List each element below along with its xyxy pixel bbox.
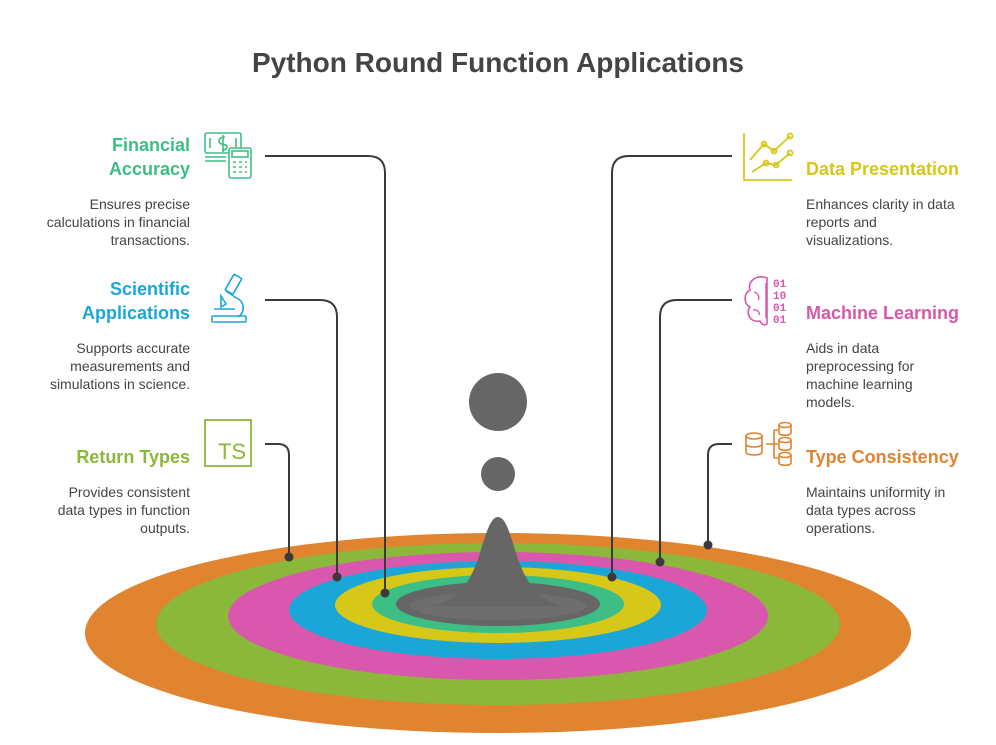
- scientific-applications-title: Scientific Applications: [40, 277, 190, 325]
- data-presentation-description: Enhances clarity in data reports and vis…: [806, 195, 986, 249]
- dot-financial: [380, 588, 390, 598]
- return-desc-line-2: data types in function: [57, 502, 190, 518]
- binary-line-1: 01: [773, 279, 787, 291]
- financial-accuracy-description: Ensures precise calculations in financia…: [10, 195, 190, 249]
- dot-ml: [655, 557, 665, 567]
- drop-small: [481, 457, 515, 491]
- dot-scientific: [332, 572, 342, 582]
- scientific-desc-line-3: simulations in science.: [49, 376, 190, 392]
- scientific-title-line-1: Scientific: [109, 279, 190, 299]
- financial-title-line-1: Financial: [111, 135, 190, 155]
- financial-accuracy-title: Financial Accuracy: [40, 133, 190, 181]
- drop-splash-peak: [430, 517, 566, 606]
- binary-line-4: 01: [773, 315, 787, 327]
- connector-dots: [284, 540, 713, 598]
- binary-line-2: 10: [773, 291, 786, 303]
- brain-binary-icon: 01 10 01 01: [744, 276, 787, 327]
- financial-title-line-2: Accuracy: [108, 159, 190, 179]
- return-desc-line-1: Provides consistent: [68, 484, 190, 500]
- return-types-description: Provides consistent data types in functi…: [10, 483, 190, 537]
- money-calculator-icon: [204, 132, 252, 179]
- connector-type: [707, 443, 732, 545]
- connector-return: [265, 443, 290, 557]
- database-transfer-icon: [745, 421, 792, 467]
- ml-desc-line-4: models.: [806, 394, 856, 410]
- dot-type: [703, 540, 713, 550]
- line-chart-icon: [743, 132, 794, 181]
- connector-financial: [265, 155, 386, 593]
- machine-learning-description: Aids in data preprocessing for machine l…: [806, 339, 986, 411]
- connector-ml: [659, 299, 732, 562]
- connector-presentation: [611, 155, 732, 577]
- connector-lines: [265, 155, 732, 593]
- ml-desc-line-3: machine learning: [806, 376, 913, 392]
- presentation-title-line-1: Data Presentation: [806, 159, 960, 179]
- type-desc-line-2: data types across: [806, 502, 916, 518]
- financial-desc-line-2: calculations in financial: [46, 214, 190, 230]
- typescript-icon: TS: [204, 419, 252, 467]
- ml-title-line-1: Machine Learning: [806, 303, 960, 323]
- return-title-line-1: Return Types: [76, 447, 190, 467]
- type-title-line-1: Type Consistency: [806, 447, 959, 467]
- return-desc-line-3: outputs.: [140, 520, 190, 536]
- type-consistency-title: Type Consistency: [806, 445, 991, 469]
- microscope-icon: [211, 273, 247, 323]
- scientific-applications-description: Supports accurate measurements and simul…: [10, 339, 190, 393]
- concentric-rings: [85, 533, 911, 733]
- machine-learning-title: Machine Learning: [806, 301, 991, 325]
- dot-presentation: [607, 572, 617, 582]
- scientific-desc-line-2: measurements and: [70, 358, 190, 374]
- ml-desc-line-1: Aids in data: [806, 340, 880, 356]
- type-consistency-description: Maintains uniformity in data types acros…: [806, 483, 986, 537]
- type-desc-line-3: operations.: [806, 520, 876, 536]
- drop-large: [469, 373, 527, 431]
- binary-line-3: 01: [773, 303, 787, 315]
- presentation-desc-line-3: visualizations.: [806, 232, 894, 248]
- return-types-title: Return Types: [40, 445, 190, 469]
- financial-desc-line-1: Ensures precise: [89, 196, 190, 212]
- typescript-icon-text: TS: [218, 439, 246, 464]
- financial-desc-line-3: transactions.: [110, 232, 190, 248]
- water-drop: [430, 373, 566, 606]
- presentation-desc-line-1: Enhances clarity in data: [806, 196, 955, 212]
- scientific-title-line-2: Applications: [81, 303, 190, 323]
- dot-return: [284, 552, 294, 562]
- scientific-desc-line-1: Supports accurate: [76, 340, 190, 356]
- connector-scientific: [265, 299, 338, 577]
- ml-desc-line-2: preprocessing for: [806, 358, 915, 374]
- page-title: Python Round Function Applications: [251, 47, 745, 78]
- type-desc-line-1: Maintains uniformity in: [806, 484, 946, 500]
- presentation-desc-line-2: reports and: [806, 214, 877, 230]
- data-presentation-title: Data Presentation: [806, 157, 991, 181]
